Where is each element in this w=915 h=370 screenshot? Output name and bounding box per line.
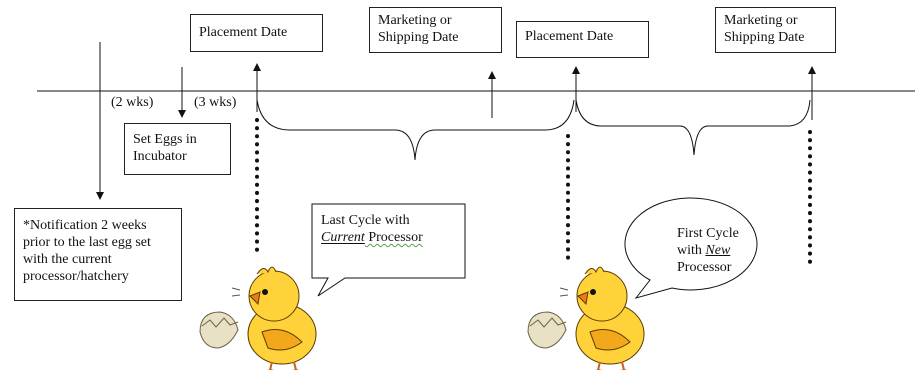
bubble-current-text: Last Cycle with Current Processor [321, 212, 423, 246]
cycle-brace-new [575, 99, 811, 156]
notification-line-4: processor/hatchery [23, 269, 129, 284]
bubble-new-italic: New [705, 243, 731, 258]
placement-date-box-1: Placement Date [190, 14, 323, 52]
marketing-date-box-2: Marketing or Shipping Date [715, 7, 836, 53]
chick-icon [559, 266, 645, 370]
eggshell-icon [527, 311, 567, 349]
bubble-new-line-3: Processor [677, 260, 732, 275]
set-eggs-line-1: Set Eggs in [133, 132, 197, 147]
bubble-current-italic: Current [321, 230, 365, 245]
set-eggs-box: Set Eggs in Incubator [124, 123, 231, 175]
interval-three-weeks: (3 wks) [194, 95, 237, 110]
marketing-date-line-1: Marketing or [724, 13, 798, 28]
notification-line-3: with the current [23, 252, 112, 267]
notification-line-1: *Notification 2 weeks [23, 218, 147, 233]
bubble-new-text: First Cycle with New Processor [677, 225, 739, 276]
speech-bubble-new [624, 197, 758, 299]
cycle-brace-current [256, 99, 575, 161]
set-eggs-line-2: Incubator [133, 149, 187, 164]
placement-date-box-2: Placement Date [516, 21, 649, 58]
marketing-date-line-2: Shipping Date [724, 30, 805, 45]
notification-box: *Notification 2 weeks prior to the last … [14, 208, 182, 301]
interval-two-weeks: (2 wks) [111, 95, 154, 110]
bubble-new-line-1: First Cycle [677, 226, 739, 241]
placement-date-label: Placement Date [199, 25, 288, 40]
bubble-current-line-1: Last Cycle with [321, 213, 410, 228]
bubble-current-line-2: Current Processor [321, 229, 423, 246]
eggshell-icon [199, 311, 239, 349]
speech-bubble-current [311, 203, 466, 297]
placement-date-label: Placement Date [525, 29, 614, 44]
marketing-date-line-2: Shipping Date [378, 30, 459, 45]
bubble-current-rest: Processor [364, 230, 423, 245]
notification-line-2: prior to the last egg set [23, 235, 151, 250]
bubble-new-prefix: with [677, 243, 706, 258]
bubble-new-line-2: with New [677, 242, 739, 259]
marketing-date-line-1: Marketing or [378, 13, 452, 28]
chick-icon [231, 266, 317, 370]
marketing-date-box-1: Marketing or Shipping Date [369, 7, 502, 53]
